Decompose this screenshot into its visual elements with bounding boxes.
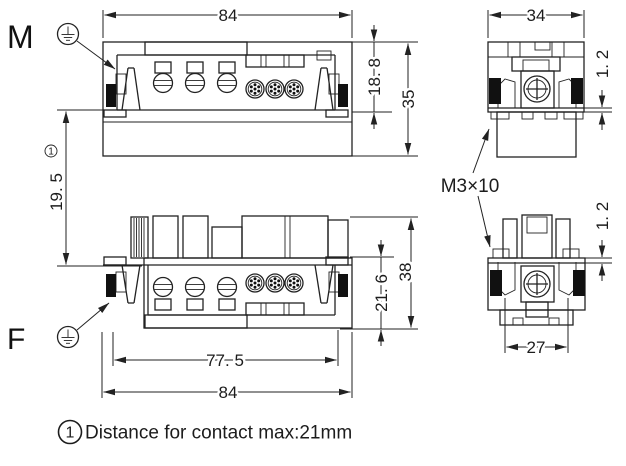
footnote: 1 Distance for contact max:21mm <box>57 419 352 445</box>
multipin-contact <box>265 79 285 99</box>
fixing-screw <box>523 75 551 103</box>
rubber-seal <box>490 270 502 296</box>
dim-text: 84 <box>219 383 238 402</box>
screw-terminal <box>216 276 238 298</box>
dim-f-screw-spacing: 77. 5 <box>112 330 339 373</box>
terminal-opening <box>154 61 172 74</box>
leader-line <box>477 195 491 248</box>
ground-leader-line <box>76 302 110 331</box>
dim-text: 38 <box>396 263 415 282</box>
earth-ground-glyph <box>56 325 80 349</box>
pin-block-row <box>245 302 305 316</box>
dim-m-total-height: 35 <box>352 43 421 157</box>
rubber-seal <box>573 270 585 296</box>
earth-ground-icon-female <box>56 302 110 349</box>
pin-block-row <box>245 54 305 68</box>
earth-ground-icon-male <box>56 22 116 70</box>
rubber-seal <box>106 274 116 297</box>
multipin-contact <box>245 273 265 293</box>
dim-m-side-width: 34 <box>487 4 585 38</box>
dim-text: 35 <box>399 90 418 109</box>
dim-text: 77. 5 <box>206 351 244 370</box>
latch-left <box>103 67 141 118</box>
mounting-foot <box>325 256 349 266</box>
rubber-seal <box>338 84 348 107</box>
dim-m-side-flange: 1. 2 <box>584 47 615 130</box>
dim-f-total-height: 38 <box>350 216 418 328</box>
rubber-seal <box>489 78 501 104</box>
multipin-contact <box>284 79 304 99</box>
female-side-view <box>487 214 586 326</box>
dim-text: 18. 8 <box>365 58 384 96</box>
male-side-view <box>487 41 585 158</box>
screw-terminal <box>184 72 206 94</box>
footnote-ref-circle <box>57 419 83 445</box>
terminal-opening <box>186 298 204 311</box>
contact-towers <box>502 214 571 259</box>
dim-f-insert-height: 21. 6 <box>340 240 418 346</box>
rubber-seal <box>338 274 348 297</box>
female-front-view <box>103 215 353 329</box>
dim-text: 27 <box>527 338 546 357</box>
multipin-contact <box>284 273 304 293</box>
dim-text: 1. 2 <box>593 50 612 78</box>
terminal-opening <box>218 298 236 311</box>
dim-f-width: 84 <box>101 332 353 405</box>
contact-towers <box>130 215 349 259</box>
rubber-seal <box>571 78 583 104</box>
latch-left <box>103 256 141 304</box>
dim-m-insert-height: 18. 8 <box>352 25 418 129</box>
fixing-screw <box>523 270 551 298</box>
male-front-view <box>102 41 353 157</box>
screw-terminal <box>152 72 174 94</box>
dim-text: 21. 6 <box>372 274 391 312</box>
footnote-ref-number: 1 <box>48 147 54 158</box>
multipin-contact <box>245 79 265 99</box>
dim-m-width: 84 <box>102 4 353 38</box>
screw-spec-label: M3×10 <box>441 128 500 248</box>
insert-top-block <box>144 41 248 56</box>
terminal-opening <box>218 61 236 74</box>
dim-text: 1. 2 <box>593 202 612 230</box>
insert-bottom-block <box>144 314 248 329</box>
dim-f-side-width: 27 <box>504 298 569 360</box>
multipin-contact <box>265 273 285 293</box>
male-view-label: M <box>7 19 34 55</box>
footnote-ref-circle <box>44 144 58 158</box>
ground-leader-line <box>76 40 116 70</box>
earth-ground-glyph <box>56 22 80 46</box>
mounting-foot <box>325 109 349 118</box>
leader-line <box>472 128 490 174</box>
dim-text: 84 <box>219 6 238 25</box>
screw-terminal <box>152 276 174 298</box>
footnote-text: Distance for contact max:21mm <box>85 423 352 444</box>
latch-right <box>314 67 349 118</box>
screw-terminal <box>216 72 238 94</box>
dim-text: 34 <box>527 6 546 25</box>
latch-right <box>314 256 349 304</box>
rubber-seal <box>106 84 116 107</box>
terminal-opening <box>154 298 172 311</box>
footnote-ref-number: 1 <box>66 425 75 442</box>
dim-text: 19. 5 <box>47 173 66 211</box>
terminal-opening <box>186 61 204 74</box>
dim-f-side-flange: 1. 2 <box>585 199 615 281</box>
mounting-foot <box>103 256 127 266</box>
mounting-foot <box>103 109 127 118</box>
screw-terminal <box>184 276 206 298</box>
screw-spec-text: M3×10 <box>441 176 500 197</box>
female-view-label: F <box>7 323 25 356</box>
dim-mount-distance: 19. 5 1 <box>44 109 142 267</box>
